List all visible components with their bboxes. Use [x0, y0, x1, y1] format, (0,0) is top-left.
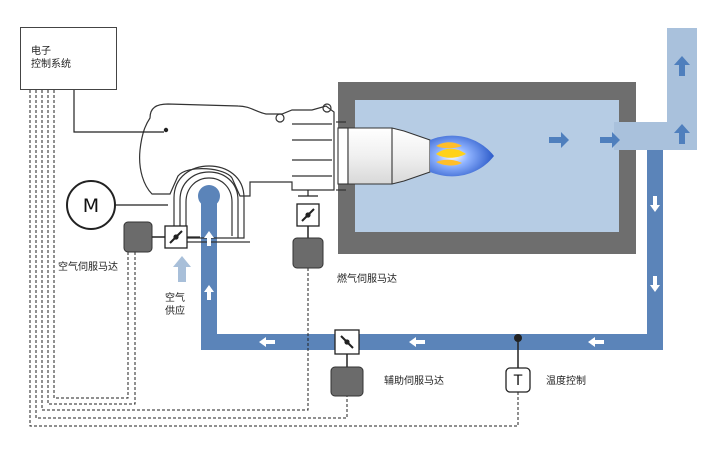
- aux-servo-label: 辅助伺服马达: [384, 376, 444, 387]
- air-supply-label-1: 空气: [165, 293, 185, 304]
- arrow-up-icon: [204, 231, 214, 246]
- arrow-left-icon: [588, 337, 604, 347]
- arrow-up-icon: [204, 285, 214, 300]
- flow-arrows: [204, 196, 660, 347]
- fuel-servo-label: 燃气伺服马达: [337, 274, 397, 285]
- flue-recirculation-pipe: [198, 150, 663, 350]
- burner-pivot-dot: [163, 127, 169, 133]
- arrow-left-icon: [259, 337, 275, 347]
- air-servo-assembly: [123, 221, 200, 253]
- temp-control-label: 温度控制: [546, 376, 586, 387]
- arrow-down-icon: [650, 276, 660, 292]
- air-servo-label: 空气伺服马达: [58, 262, 118, 273]
- aux-servo-assembly: [330, 329, 364, 397]
- temp-sensor-symbol: T: [513, 373, 523, 389]
- controller-label-line1: 电子: [31, 46, 51, 57]
- arrow-up-icon: [674, 124, 690, 144]
- arrow-left-icon: [409, 337, 425, 347]
- flame: [430, 135, 494, 177]
- air-supply-arrow-icon: [173, 256, 191, 282]
- arrow-up-icon: [674, 56, 690, 76]
- electronic-control-system: 电子 控制系统: [20, 27, 117, 90]
- fan-motor: [66, 180, 168, 230]
- controller-label-line2: 控制系统: [31, 59, 71, 70]
- motor-symbol: M: [83, 195, 99, 217]
- fuel-servo-assembly: [292, 190, 324, 269]
- exhaust-arrows: [549, 56, 690, 148]
- arrow-right-icon: [600, 132, 620, 148]
- dashed-signal-lines: [29, 90, 519, 427]
- burner-head: [337, 127, 431, 185]
- arrow-right-icon: [549, 132, 569, 148]
- control-wiring: [73, 90, 164, 133]
- temperature-sensor: [505, 334, 531, 393]
- arrow-down-icon: [650, 196, 660, 212]
- air-supply-label-2: 供应: [165, 306, 185, 317]
